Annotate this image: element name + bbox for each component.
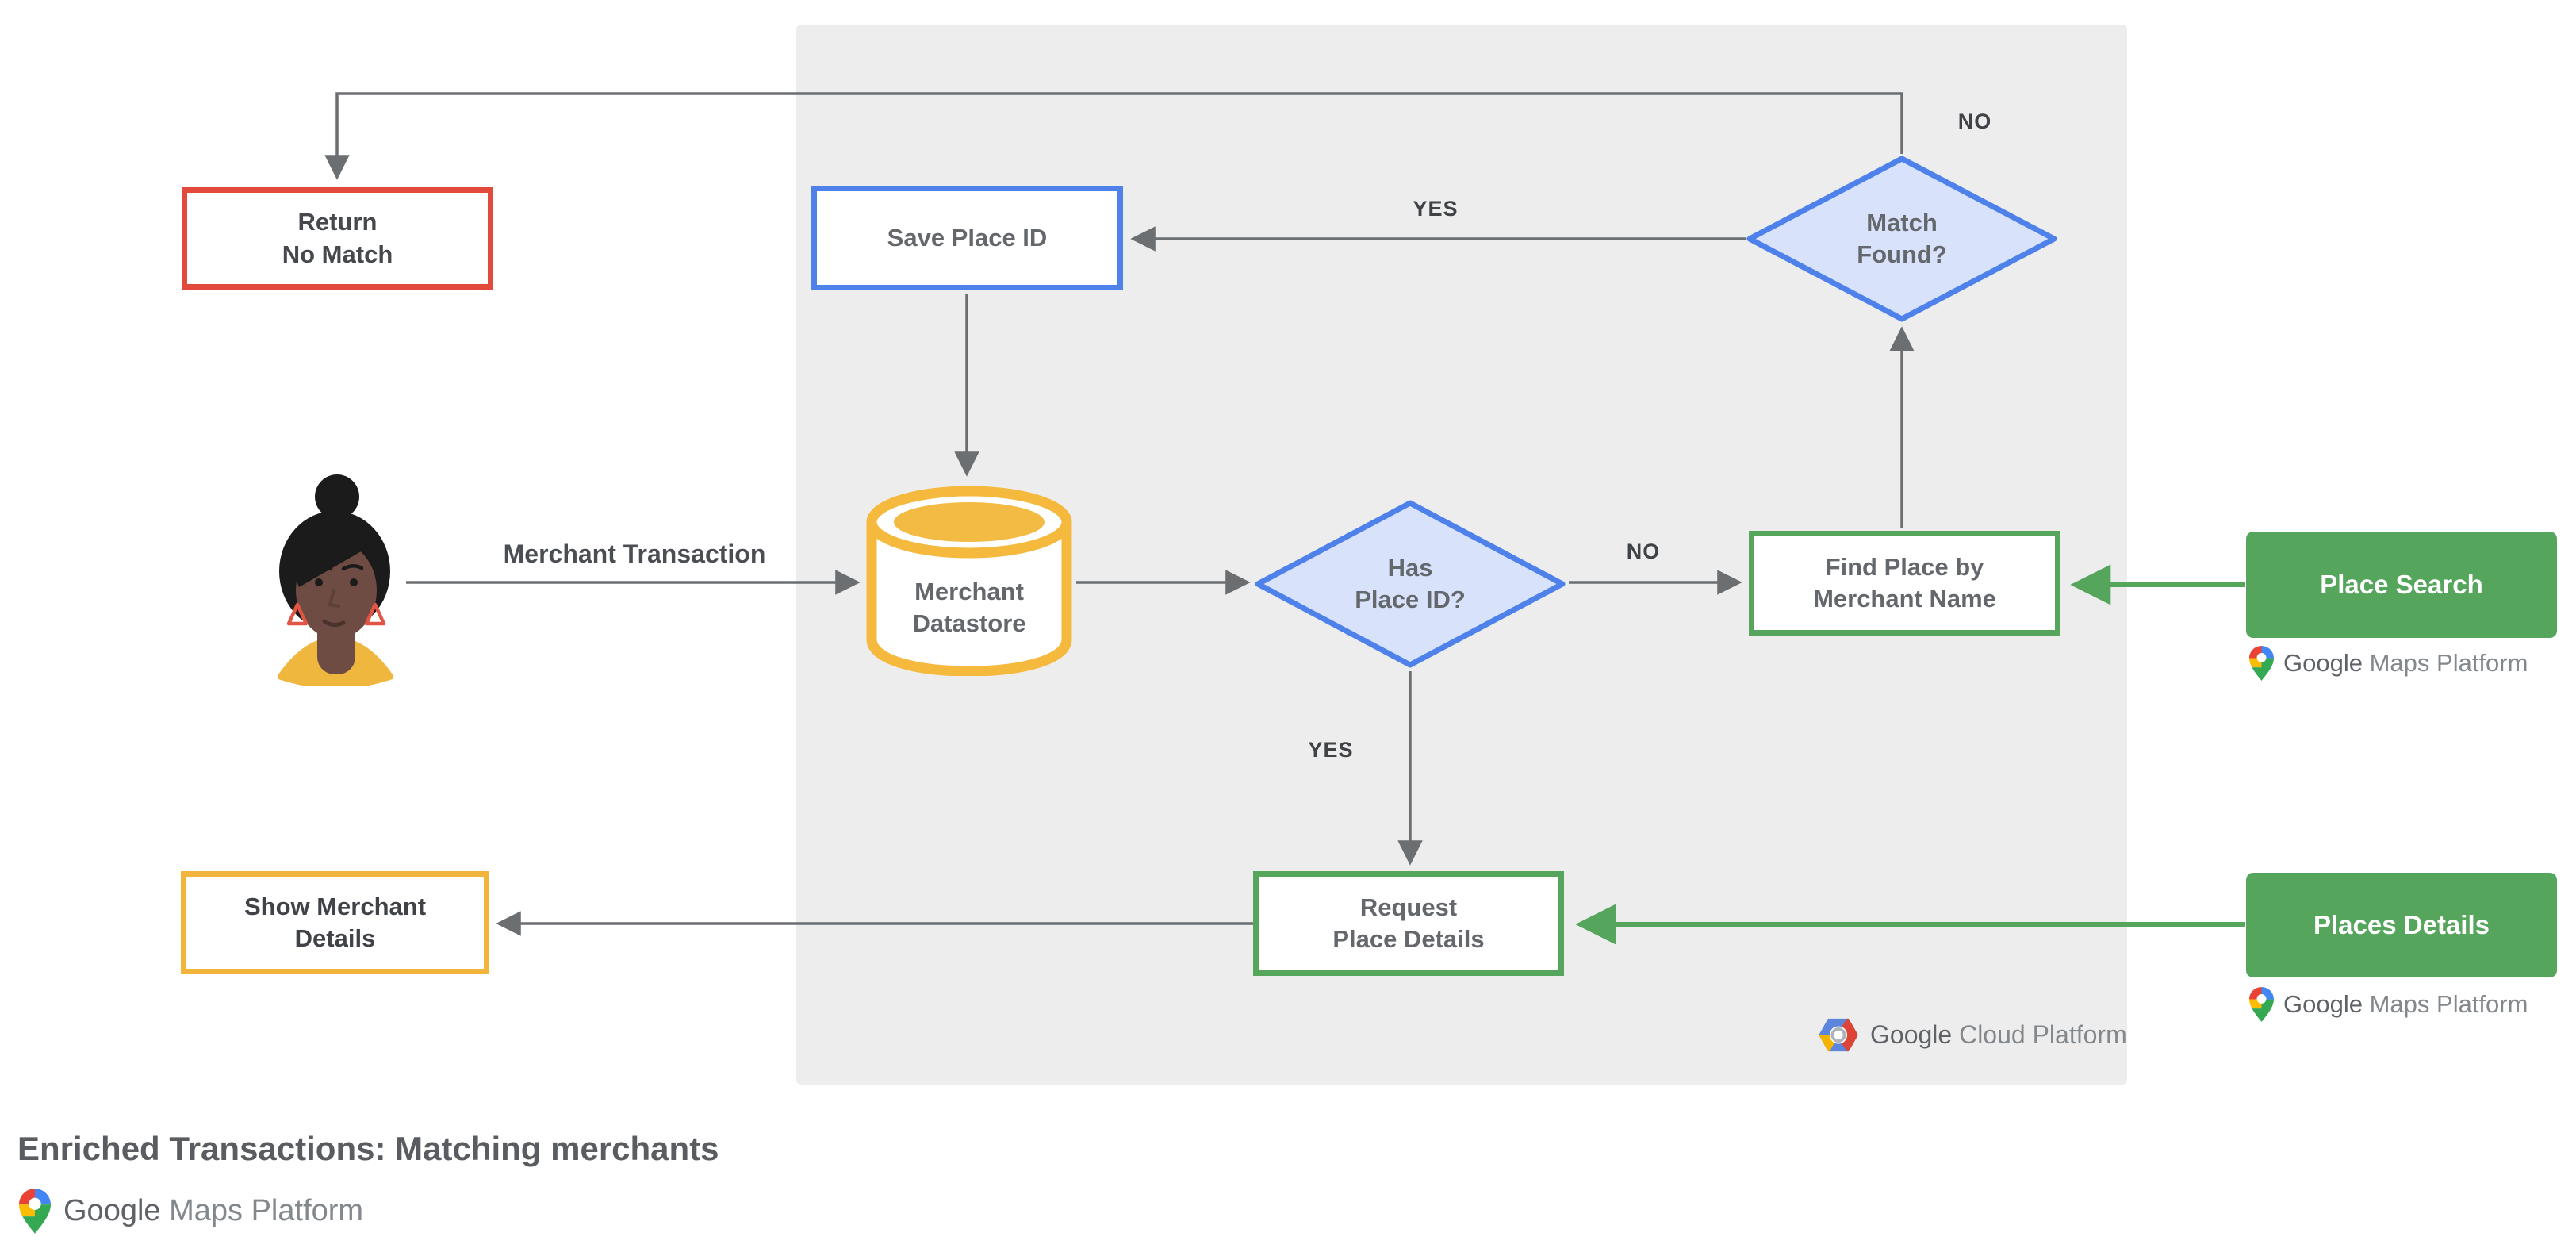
maps-platform-logo-footer: Google Maps Platform	[19, 1189, 363, 1234]
maps-platform-logo-place-search: Google Maps Platform	[2249, 646, 2528, 681]
logo-text-google: Google	[2283, 990, 2363, 1018]
logo-text-cloud-platform: Cloud Platform	[1959, 1020, 2127, 1049]
google-cloud-platform-logo: Google Cloud Platform	[1818, 1017, 2127, 1053]
node-request-place-details: Request Place Details	[1253, 871, 1564, 976]
node-merchant-datastore: Merchant Datastore	[865, 486, 1073, 677]
logo-text-google: Google	[1870, 1020, 1953, 1049]
logo-text-maps-platform: Maps Platform	[2369, 990, 2528, 1018]
logo-text-google: Google	[63, 1194, 161, 1227]
node-find-place-by-merchant-name: Find Place by Merchant Name	[1749, 531, 2060, 636]
diagram-title: Enriched Transactions: Matching merchant…	[17, 1130, 719, 1167]
user-avatar	[274, 474, 397, 689]
edge-matchfound-no-to-return	[324, 92, 1903, 180]
diamond-shape	[1746, 156, 2057, 322]
has-place-id-no-label: NO	[1626, 540, 1661, 563]
maps-pin-icon	[2249, 987, 2274, 1022]
maps-pin-icon	[2249, 646, 2274, 681]
match-found-label: Match Found?	[1857, 208, 1947, 268]
node-show-merchant-details: Show Merchant Details	[181, 871, 489, 974]
gcp-hexagon-icon	[1818, 1017, 1859, 1053]
has-place-id-yes-label: YES	[1308, 738, 1354, 762]
places-details-chip: Places Details	[2246, 873, 2557, 977]
maps-pin-icon	[19, 1189, 51, 1234]
cylinder-shape	[866, 486, 1072, 677]
node-save-place-id: Save Place ID	[811, 186, 1123, 290]
node-return-no-match: Return No Match	[182, 187, 493, 290]
node-match-found: Match Found?	[1746, 156, 2057, 322]
match-found-no-label: NO	[1957, 109, 1992, 133]
merchant-transaction-label: Merchant Transaction	[503, 540, 766, 568]
logo-text-google: Google	[2283, 649, 2363, 677]
match-found-yes-label: YES	[1413, 197, 1459, 221]
diamond-shape	[1255, 500, 1566, 668]
logo-text-maps-platform: Maps Platform	[2369, 649, 2528, 677]
maps-platform-logo-places-details: Google Maps Platform	[2249, 987, 2528, 1022]
logo-text-maps-platform: Maps Platform	[169, 1194, 364, 1227]
place-search-chip: Place Search	[2246, 532, 2557, 638]
node-has-place-id: Has Place ID?	[1255, 500, 1566, 668]
merchant-datastore-label: Merchant Datastore	[912, 577, 1026, 637]
has-place-id-label: Has Place ID?	[1355, 553, 1466, 613]
